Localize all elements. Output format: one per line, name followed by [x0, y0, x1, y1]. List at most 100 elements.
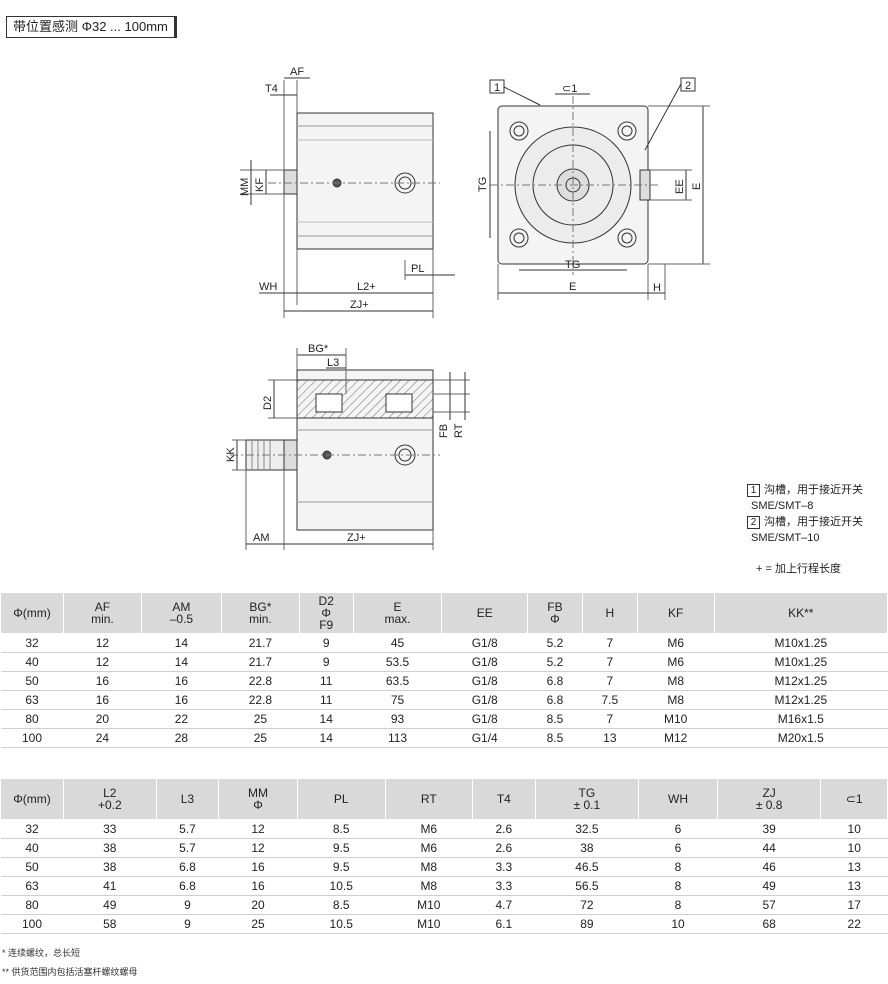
dim-label-af: AF — [290, 66, 304, 78]
dim-label-e-vertical: E — [691, 183, 703, 190]
table-cell: 12 — [218, 819, 298, 839]
table-cell: 56.5 — [535, 876, 639, 896]
column-header: KF — [636, 592, 715, 634]
dim-label-rt: RT — [453, 423, 465, 438]
dim-label-ee: EE — [674, 179, 686, 194]
table-cell: 9.5 — [297, 857, 386, 877]
column-header-line: L3 — [180, 792, 195, 806]
table-cell: 68 — [717, 914, 821, 934]
column-header-line: +0.2 — [97, 798, 122, 812]
column-header: L2+0.2 — [63, 778, 157, 820]
table-cell: 39 — [717, 819, 821, 839]
table-cell: 11 — [299, 671, 354, 691]
table-cell: 22 — [820, 914, 888, 934]
table-cell: 9 — [299, 652, 354, 672]
table-cell: 14 — [299, 728, 354, 748]
table-cell: 46 — [717, 857, 821, 877]
dim-label-zj-bottom: ZJ+ — [347, 532, 366, 544]
table-cell: 25 — [221, 728, 300, 748]
column-header-line: TG — [578, 786, 596, 800]
column-header: Φ(mm) — [0, 778, 64, 820]
page-title: 带位置感测 Φ32 ... 100mm — [6, 16, 177, 38]
column-header-line: min. — [91, 612, 114, 626]
dim-label-wh: WH — [259, 281, 277, 293]
table-cell: 5.2 — [527, 633, 583, 653]
table-cell: M6 — [637, 652, 715, 672]
column-header-line: FB — [547, 600, 563, 614]
note-1-model: SME/SMT–8 — [751, 500, 814, 512]
column-header-line: min. — [249, 612, 272, 626]
table-cell: 93 — [353, 709, 442, 729]
column-header-line: WH — [668, 792, 688, 806]
table-cell: M10x1.25 — [714, 652, 888, 672]
column-header-line: E — [393, 600, 402, 614]
table-cell: 12 — [218, 838, 298, 858]
column-header-line: ± 0.8 — [755, 798, 783, 812]
dim-label-bg: BG* — [308, 343, 329, 355]
column-header: PL — [296, 778, 386, 820]
table-cell: 14 — [299, 709, 354, 729]
column-header: TG± 0.1 — [534, 778, 640, 820]
table-cell: 24 — [63, 728, 142, 748]
table-cell: 57 — [717, 895, 821, 915]
dim-label-zj-top: ZJ+ — [350, 299, 369, 311]
table-cell: 17 — [820, 895, 888, 915]
column-header-line: PL — [333, 792, 349, 806]
column-header-line: Φ — [321, 606, 331, 620]
table-cell: 8 — [638, 876, 718, 896]
table-cell: 16 — [218, 857, 298, 877]
table-cell: 44 — [717, 838, 821, 858]
table-cell: 25 — [221, 709, 300, 729]
table-cell: 12 — [63, 633, 142, 653]
table-cell: 50 — [0, 857, 64, 877]
table-cell: 89 — [535, 914, 639, 934]
column-header-line: MM — [248, 786, 269, 800]
dim-label-l2: L2+ — [357, 281, 376, 293]
table-cell: 5.7 — [156, 838, 219, 858]
front-view — [489, 77, 710, 300]
table-cell: 32 — [0, 633, 64, 653]
dim-label-tg-vertical: TG — [477, 177, 489, 192]
table-cell: M16x1.5 — [714, 709, 888, 729]
column-header: EE — [441, 592, 529, 634]
table-cell: 2.6 — [472, 838, 536, 858]
column-header-line: AF — [94, 600, 111, 614]
dim-label-h: H — [653, 282, 661, 294]
table-cell: 14 — [141, 652, 222, 672]
table-cell: 40 — [0, 652, 64, 672]
table-cell: 38 — [535, 838, 639, 858]
table-cell: 25 — [218, 914, 298, 934]
table-cell: 80 — [0, 895, 64, 915]
table-cell: 7 — [582, 633, 638, 653]
note-1-text: 沟槽，用于接近开关 — [764, 484, 863, 496]
table-cell: 6.8 — [156, 857, 219, 877]
column-header-line: L2 — [103, 786, 117, 800]
table-cell: M6 — [385, 819, 473, 839]
table-cell: 22.8 — [221, 690, 300, 710]
table-cell: 7 — [582, 671, 638, 691]
column-header: Φ(mm) — [0, 592, 64, 634]
column-header: KK** — [713, 592, 888, 634]
column-header: L3 — [155, 778, 220, 820]
table-cell: M8 — [637, 671, 715, 691]
table-cell: 6.8 — [156, 876, 219, 896]
table-cell: 72 — [535, 895, 639, 915]
column-header: AM–0.5 — [140, 592, 222, 634]
table-cell: 75 — [353, 690, 442, 710]
table-cell: G1/8 — [441, 633, 528, 653]
table-cell: 16 — [141, 690, 222, 710]
table-cell: 8.5 — [297, 819, 386, 839]
